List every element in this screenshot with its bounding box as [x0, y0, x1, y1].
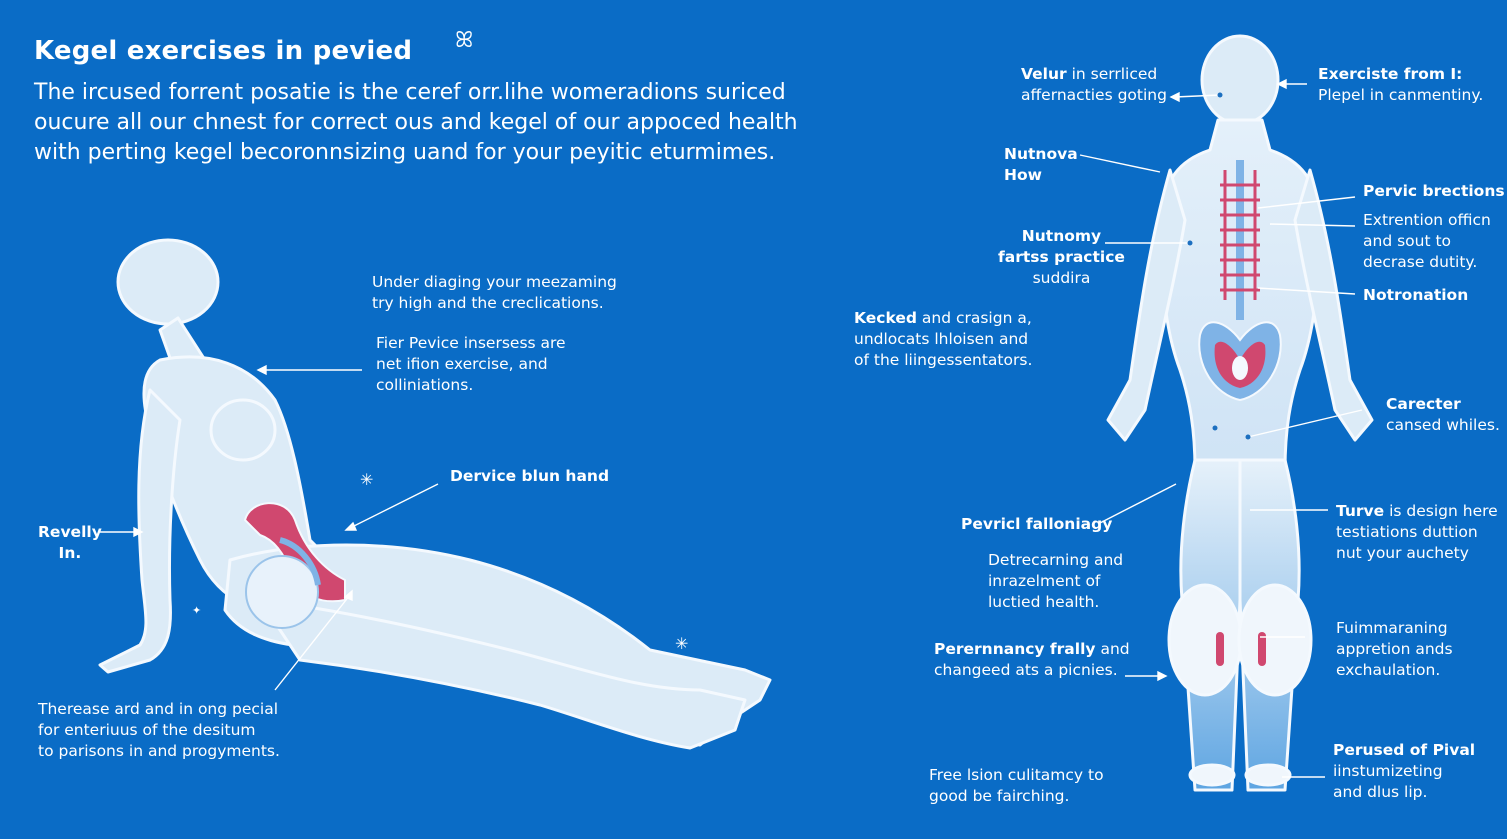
figure-head: [116, 238, 220, 326]
spine-and-organs: [1198, 160, 1282, 666]
label-fier-pevice: Fier Pevice insersess are net ifion exer…: [376, 334, 566, 394]
sparkle-icon: ✦: [192, 604, 202, 617]
label-device-blun: Dervice blun hand: [450, 467, 610, 485]
label-perernnancy: Perernnancy frally and changeed ats a pi…: [934, 640, 1130, 679]
label-therease: Therease ard and in ong pecial for enter…: [38, 700, 280, 760]
intro-text: The ircused forrent posatie is the ceref…: [34, 78, 798, 168]
label-perused: Perused of Pival iinstumizeting and dlus…: [1333, 741, 1476, 801]
label-pervicl: Pevricl falloniagy: [961, 515, 1113, 533]
standing-figure: [1106, 34, 1374, 792]
label-nutnova: Nutnova How: [1004, 145, 1078, 184]
label-carecter: Carecter cansed whiles.: [1386, 395, 1500, 434]
knee-left: [1167, 583, 1243, 697]
label-revelly: Revelly In.: [38, 523, 102, 562]
label-velur: Velur in serrliced affernacties goting: [1021, 65, 1167, 104]
knee-right: [1237, 583, 1313, 697]
figure-arm-right: [1293, 168, 1374, 442]
page-title: Kegel exercises in pevied: [34, 36, 413, 66]
label-free-lsion: Free lsion culitamcy to good be fairchin…: [929, 766, 1104, 805]
intro-line-3: with perting kegel becoronnsizing uand f…: [34, 140, 776, 165]
label-nutnomy: Nutnomy fartss practice suddira: [998, 227, 1125, 287]
label-pervic-brections: Pervic brections: [1363, 182, 1505, 200]
sparkle-icon: ✳: [360, 470, 374, 489]
leader-lines: [100, 78, 1363, 778]
label-under-diaging: Under diaging your meezaming try high an…: [372, 273, 617, 312]
intro-line-1: The ircused forrent posatie is the ceref…: [34, 80, 786, 105]
label-detrecarning: Detrecarning and inrazelment of luctied …: [988, 551, 1124, 611]
sparkle-icon: ✳: [675, 634, 689, 653]
marker-dots: [1187, 92, 1251, 440]
label-kecked: Kecked and crasign a, undlocats lhloisen…: [854, 309, 1033, 369]
butterfly-icon: ꕤ: [455, 28, 474, 53]
reclining-figure: [98, 238, 772, 750]
label-exercise: Exerciste from I: Plepel in canmentiny.: [1318, 65, 1484, 104]
intro-line-2: oucure all our chnest for correct ous an…: [34, 110, 798, 135]
figure-head-right: [1200, 34, 1280, 126]
label-notronation: Notronation: [1363, 286, 1469, 304]
left-pelvic-organs: [243, 502, 346, 629]
figure-chest: [209, 398, 277, 462]
label-fuimmaraning: Fuimmaraning appretion ands exchaulation…: [1336, 619, 1453, 679]
figure-leg-back: [258, 598, 747, 750]
label-extention: Extrention officn and sout to decrase du…: [1363, 211, 1491, 271]
label-turve: Turve is design here testiations duttion…: [1336, 502, 1498, 562]
